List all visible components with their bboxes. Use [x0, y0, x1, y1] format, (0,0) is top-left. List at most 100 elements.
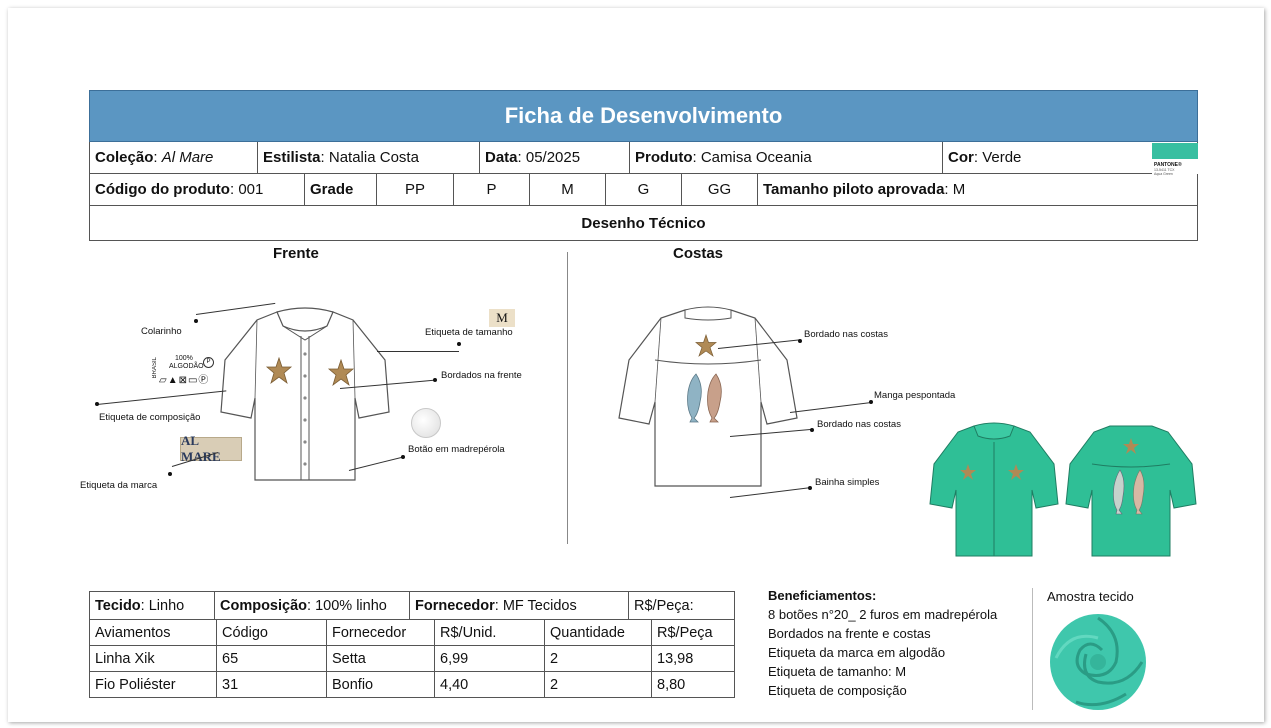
table-header: R$/Unid. — [434, 619, 545, 646]
callout-etiqueta-marca: Etiqueta da marca — [80, 480, 158, 491]
preco-peca-cell: R$/Peça: — [628, 591, 735, 620]
data-cell: Data: 05/2025 — [480, 142, 630, 173]
page-title: Ficha de Desenvolvimento — [89, 90, 1198, 142]
estilista-cell: Estilista: Natalia Costa — [258, 142, 480, 173]
callout-bordado-costas-1: Bordado nas costas — [804, 329, 888, 340]
callout-dot — [798, 339, 802, 343]
table-cell: 4,40 — [434, 671, 545, 698]
callout-line — [377, 351, 459, 352]
table-row: Tecido: Linho Composição: 100% linho For… — [89, 591, 735, 620]
pantone-swatch: PANTONE® 13-5411 TCX Aqua Green — [1152, 143, 1198, 183]
size-tag-image: M — [489, 309, 515, 327]
table-cell: 2 — [544, 645, 652, 672]
table-header: Quantidade — [544, 619, 652, 646]
colecao-cell: Coleção: Al Mare — [90, 142, 258, 173]
desenho-title: Desenho Técnico — [581, 214, 706, 232]
callout-dot — [401, 455, 405, 459]
table-cell: 13,98 — [651, 645, 735, 672]
beneficiamentos-title: Beneficiamentos: — [768, 588, 877, 603]
color-swatch — [1152, 143, 1198, 159]
produto-cell: Produto: Camisa Oceania — [630, 142, 943, 173]
callout-bordado-costas-2: Bordado nas costas — [817, 419, 901, 430]
table-row: Fio Poliéster 31 Bonfio 4,40 2 8,80 — [89, 671, 735, 698]
table-cell: Bonfio — [326, 671, 435, 698]
table-cell: 6,99 — [434, 645, 545, 672]
pantone-label: PANTONE® — [1154, 162, 1182, 168]
callout-colarinho: Colarinho — [141, 326, 182, 337]
composition-tag-image: BRASIL 100% ALGODÃO P ▱▲⊠▭Ⓟ — [151, 355, 223, 395]
callout-dot — [168, 472, 172, 476]
starfish-back-embroidery — [695, 334, 717, 357]
care-symbols: ▱▲⊠▭Ⓟ — [159, 375, 210, 386]
callout-etiqueta-tamanho: Etiqueta de tamanho — [425, 327, 513, 338]
desenho-row: Desenho Técnico — [89, 206, 1198, 241]
costas-title: Costas — [673, 245, 724, 262]
green-shirt-front — [929, 422, 1059, 557]
table-header: Aviamentos — [89, 619, 217, 646]
table-header: R$/Peça — [651, 619, 735, 646]
fish-back-embroidery — [687, 373, 722, 423]
starfish-embroidery-left — [265, 357, 293, 385]
table-header: Código — [216, 619, 327, 646]
callout-dot — [95, 402, 99, 406]
callout-manga: Manga pespontada — [874, 390, 956, 401]
table-row: Linha Xik 65 Setta 6,99 2 13,98 — [89, 645, 735, 672]
size-cell: G — [606, 174, 682, 205]
composition-country: BRASIL — [152, 357, 158, 379]
codigo-cell: Código do produto: 001 — [90, 174, 305, 205]
aviamentos-table: Aviamentos Código Fornecedor R$/Unid. Qu… — [89, 619, 735, 698]
beneficiamentos-list: Beneficiamentos: 8 botões n°20_ 2 furos … — [768, 586, 1028, 700]
list-item: 8 botões n°20_ 2 furos em madrepérola — [768, 607, 998, 622]
callout-dot — [808, 486, 812, 490]
table-cell: Setta — [326, 645, 435, 672]
table-cell: Linha Xik — [89, 645, 217, 672]
fornecedor-cell: Fornecedor: MF Tecidos — [409, 591, 629, 620]
amostra-title: Amostra tecido — [1047, 589, 1134, 604]
callout-dot — [194, 319, 198, 323]
list-item: Etiqueta de composição — [768, 683, 907, 698]
composition-material: ALGODÃO — [169, 363, 204, 370]
info-row-1: Coleção: Al Mare Estilista: Natalia Cost… — [89, 142, 1198, 174]
table-cell: 8,80 — [651, 671, 735, 698]
callout-dot — [433, 378, 437, 382]
callout-etiqueta-composicao: Etiqueta de composição — [99, 412, 201, 423]
section-divider — [567, 252, 568, 544]
composicao-cell: Composição: 100% linho — [214, 591, 410, 620]
frente-title: Frente — [273, 245, 319, 262]
callout-botao: Botão em madrepérola — [408, 444, 505, 455]
callout-dot — [869, 400, 873, 404]
size-cell: PP — [377, 174, 454, 205]
front-shirt-drawing — [220, 307, 390, 481]
pantone-name: Aqua Green — [1154, 172, 1173, 176]
fabric-sample-image — [1050, 614, 1146, 710]
cor-cell: Cor: Verde — [948, 149, 1022, 166]
callout-bordados-frente: Bordados na frente — [441, 370, 522, 381]
tecido-cell: Tecido: Linho — [89, 591, 215, 620]
table-cell: 2 — [544, 671, 652, 698]
list-item: Bordados na frente e costas — [768, 626, 931, 641]
brand-label-image: AL MARE — [180, 433, 242, 464]
table-cell: Fio Poliéster — [89, 671, 217, 698]
callout-dot — [810, 428, 814, 432]
button-image — [411, 408, 441, 438]
piloto-cell: Tamanho piloto aprovada: M — [763, 181, 966, 198]
dry-clean-symbol: P — [203, 357, 214, 368]
list-item: Etiqueta de tamanho: M — [768, 664, 907, 679]
green-shirt-back — [1065, 425, 1197, 557]
list-item: Etiqueta da marca em algodão — [768, 645, 946, 660]
size-cell: M — [530, 174, 606, 205]
size-cell: P — [454, 174, 530, 205]
materials-table-top: Tecido: Linho Composição: 100% linho For… — [89, 591, 735, 620]
grade-cell: Grade — [305, 174, 377, 205]
starfish-embroidery-right — [327, 359, 355, 387]
table-cell: 31 — [216, 671, 327, 698]
table-cell: 65 — [216, 645, 327, 672]
info-row-2: Código do produto: 001 Grade PP P M G GG… — [89, 174, 1198, 206]
amostra-divider — [1032, 588, 1033, 710]
table-header-row: Aviamentos Código Fornecedor R$/Unid. Qu… — [89, 619, 735, 646]
callout-dot — [457, 342, 461, 346]
composition-percent: 100% — [175, 355, 193, 362]
table-header: Fornecedor — [326, 619, 435, 646]
callout-bainha: Bainha simples — [815, 477, 880, 488]
size-cell: GG — [682, 174, 758, 205]
